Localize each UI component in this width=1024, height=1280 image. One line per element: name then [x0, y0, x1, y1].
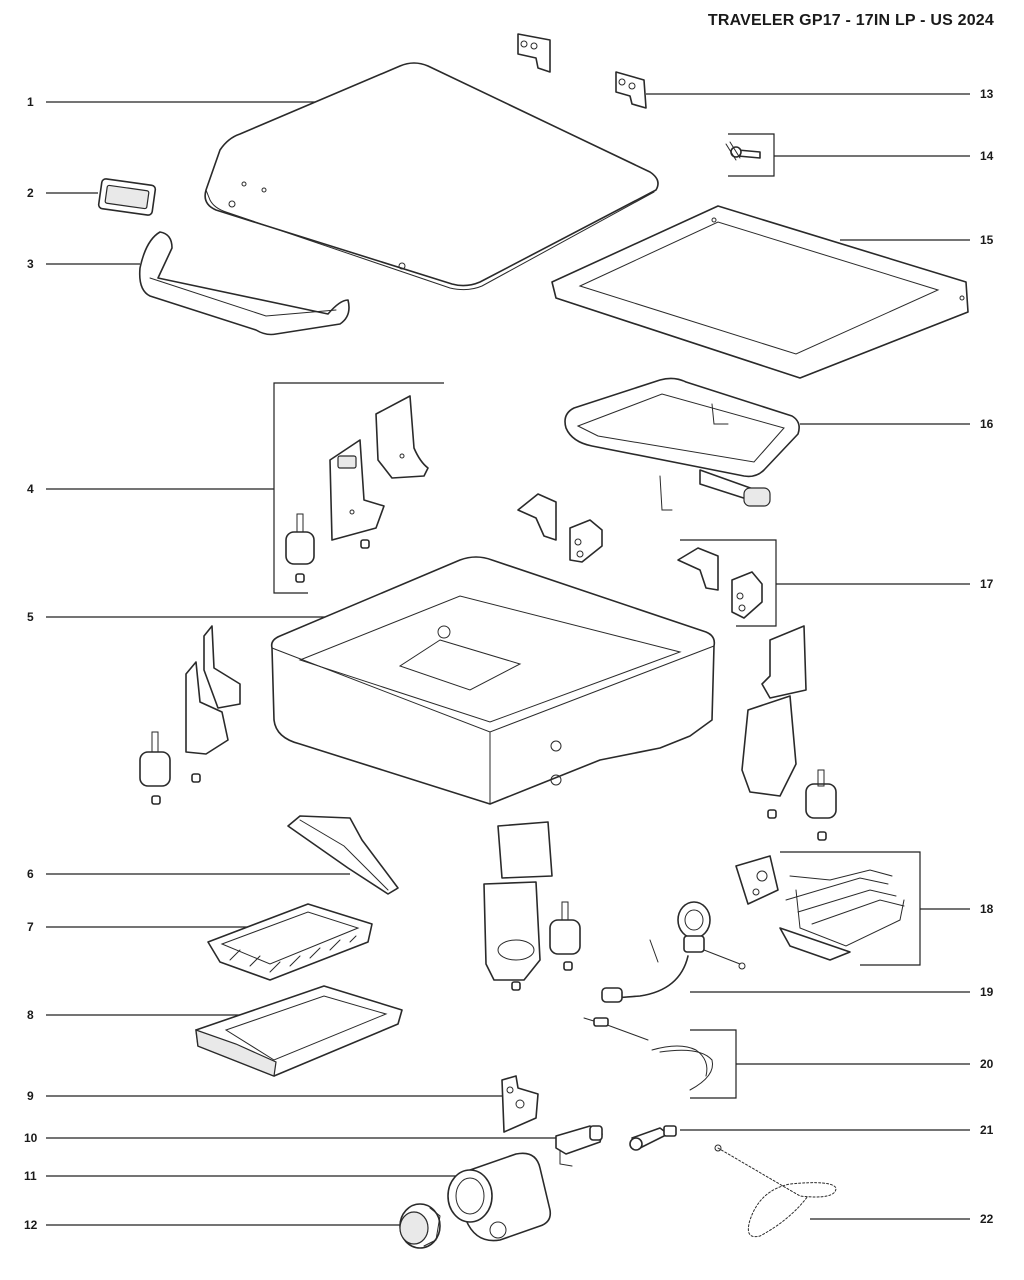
- part-regulator-bracket: [735, 855, 779, 905]
- part-side-shield-right-lower: [741, 625, 837, 841]
- leader-4-bracket: [273, 382, 444, 594]
- part-drip-tray: [195, 985, 403, 1077]
- callout-9: 9: [27, 1089, 34, 1103]
- callout-18: 18: [980, 902, 994, 916]
- callout-21: 21: [980, 1123, 994, 1137]
- part-regulator-hose: [601, 901, 746, 1003]
- part-leg-foot-left: [285, 513, 370, 583]
- callout-2: 2: [27, 186, 34, 200]
- callout-7: 7: [27, 920, 34, 934]
- part-igniter-electrode: [629, 1125, 677, 1151]
- callout-5: 5: [27, 610, 34, 624]
- leader-17-bracket: [680, 539, 777, 627]
- callout-13: 13: [980, 87, 994, 101]
- callout-16: 16: [980, 417, 994, 431]
- part-griddle-plate: [551, 205, 969, 379]
- part-control-valve: [555, 1125, 603, 1167]
- part-burner-frame: [564, 377, 800, 511]
- part-lid: [204, 62, 659, 291]
- callout-6: 6: [27, 867, 34, 881]
- part-bracket-small-2: [569, 519, 603, 563]
- part-center-shield: [483, 821, 581, 991]
- part-lid-handle: [138, 231, 350, 336]
- callout-22: 22: [980, 1212, 994, 1226]
- callout-20: 20: [980, 1057, 994, 1071]
- part-bracket-pair-b: [731, 571, 763, 619]
- part-valve-bracket: [501, 1075, 539, 1133]
- callout-10: 10: [24, 1131, 38, 1145]
- part-side-shield-left: [139, 625, 241, 805]
- callout-11: 11: [24, 1169, 37, 1183]
- part-control-knob: [399, 1203, 441, 1249]
- part-logo-badge: [97, 178, 157, 216]
- part-igniter-housing: [447, 1152, 552, 1242]
- part-heat-deflector: [287, 815, 399, 895]
- part-hinge-pin: [725, 141, 761, 161]
- part-igniter-wire: [583, 1017, 714, 1091]
- callout-1: 1: [27, 95, 34, 109]
- callout-3: 3: [27, 257, 34, 271]
- callout-19: 19: [980, 985, 994, 999]
- part-hinge-bracket-top: [517, 33, 551, 73]
- part-drip-tray-liner: [207, 903, 373, 981]
- leader-14-bracket: [728, 133, 775, 177]
- callout-17: 17: [980, 577, 994, 591]
- part-wire-rack: [779, 869, 905, 961]
- callout-8: 8: [27, 1008, 34, 1022]
- part-grill-body: [270, 556, 716, 805]
- part-bracket-pair-a: [677, 547, 719, 591]
- callout-14: 14: [980, 149, 994, 163]
- part-bracket-small-1: [517, 493, 557, 541]
- part-heat-shield-bracket: [329, 439, 385, 541]
- part-side-shield-right: [375, 395, 429, 479]
- part-lanyard-cable: [714, 1144, 837, 1238]
- callout-4: 4: [27, 482, 34, 496]
- callout-15: 15: [980, 233, 994, 247]
- diagram-title: TRAVELER GP17 - 17IN LP - US 2024: [707, 12, 994, 29]
- part-hinge-bracket: [615, 71, 647, 109]
- callout-12: 12: [24, 1218, 38, 1232]
